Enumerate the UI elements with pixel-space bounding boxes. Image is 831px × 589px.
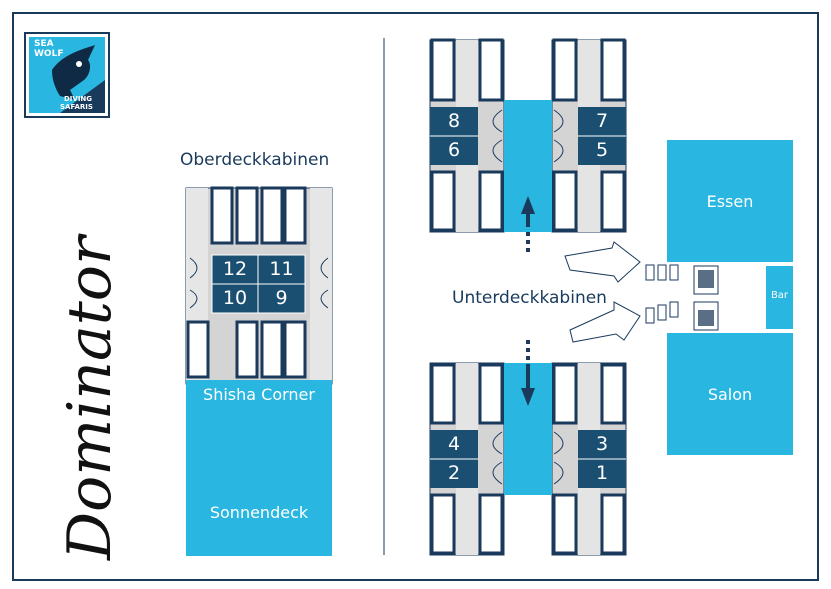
lower-deck-title: Unterdeckkabinen — [452, 288, 607, 308]
upper-deck — [185, 186, 333, 556]
lower-deck-top — [429, 38, 627, 252]
cabin-12: 12 — [222, 258, 248, 280]
sundeck-label: Sonnendeck — [209, 503, 309, 522]
cabin-3: 3 — [595, 433, 609, 455]
lower-deck-bottom — [429, 340, 627, 556]
sea-wolf-logo — [24, 32, 110, 118]
common-rooms — [564, 140, 793, 455]
logo-text-sea: SEA — [34, 39, 54, 49]
cabin-10: 10 — [222, 287, 248, 309]
upper-deck-title: Oberdeckkabinen — [180, 150, 330, 170]
bar-label: Bar — [770, 290, 789, 301]
frame — [12, 12, 819, 581]
boat-name: Dominator — [55, 236, 125, 560]
cabin-4: 4 — [447, 433, 461, 455]
essen-label: Essen — [706, 192, 754, 211]
salon-label: Salon — [707, 385, 753, 404]
cabin-2: 2 — [447, 462, 461, 484]
cabin-8: 8 — [447, 110, 461, 132]
cabin-7: 7 — [595, 110, 609, 132]
logo-text-wolf: WOLF — [34, 49, 64, 59]
cabin-6: 6 — [447, 139, 461, 161]
cabin-9: 9 — [275, 287, 288, 309]
shisha-corner-label: Shisha Corner — [203, 385, 315, 404]
cabin-5: 5 — [595, 139, 609, 161]
cabin-11: 11 — [269, 258, 294, 280]
logo-text-diving: DIVING — [64, 95, 93, 103]
cabin-1: 1 — [595, 462, 609, 484]
logo-text-safaris: SAFARIS — [60, 103, 93, 111]
